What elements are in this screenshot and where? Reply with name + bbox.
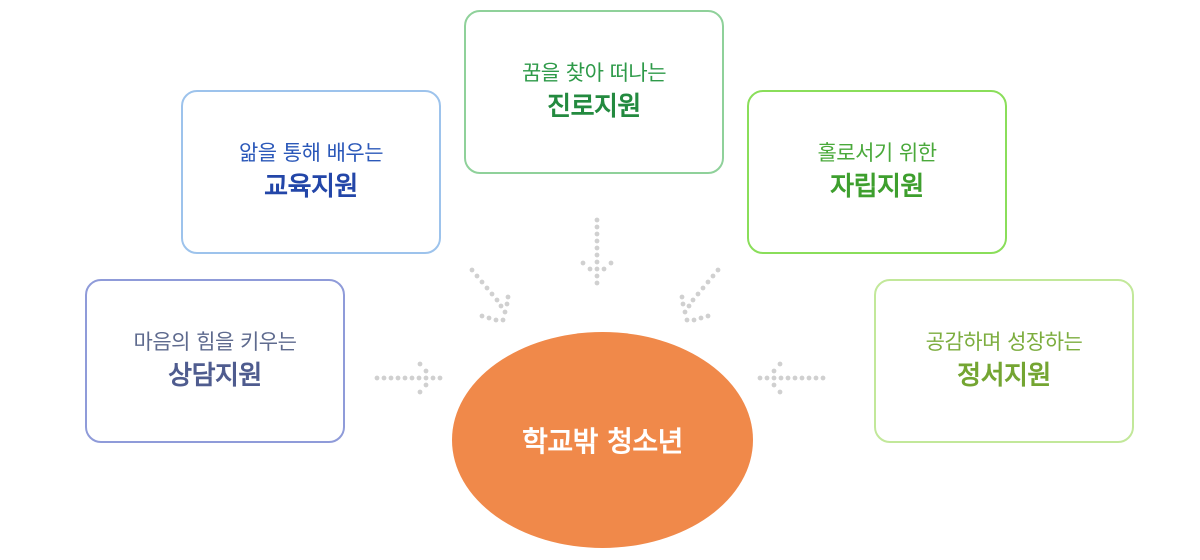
- dotted-arrow-down-right-icon: [469, 267, 511, 323]
- out-of-school-youth-ellipse: 학교밖 청소년: [452, 332, 753, 548]
- independence-support-subtitle: 홀로서기 위한: [817, 141, 937, 165]
- counsel-support-subtitle: 마음의 힘을 키우는: [133, 330, 297, 354]
- career-support-subtitle: 꿈을 찾아 떠나는: [521, 61, 667, 85]
- independence-support-box: 홀로서기 위한 자립지원: [747, 90, 1007, 254]
- education-support-box: 앎을 통해 배우는 교육지원: [181, 90, 441, 254]
- out-of-school-youth-label: 학교밖 청소년: [522, 425, 683, 458]
- education-support-title: 교육지원: [264, 172, 358, 202]
- emotion-support-title: 정서지원: [957, 361, 1051, 391]
- emotion-support-box: 공감하며 성장하는 정서지원: [874, 279, 1134, 443]
- career-support-box: 꿈을 찾아 떠나는 진로지원: [464, 10, 724, 174]
- counsel-support-title: 상담지원: [168, 361, 262, 391]
- dotted-arrow-right-icon: [374, 361, 443, 395]
- independence-support-title: 자립지원: [830, 172, 924, 202]
- dotted-arrow-down-icon: [580, 217, 614, 286]
- emotion-support-subtitle: 공감하며 성장하는: [925, 330, 1083, 354]
- education-support-subtitle: 앎을 통해 배우는: [238, 141, 384, 165]
- counsel-support-box: 마음의 힘을 키우는 상담지원: [85, 279, 345, 443]
- dotted-arrow-left-icon: [757, 361, 826, 395]
- career-support-title: 진로지원: [547, 92, 641, 122]
- dotted-arrow-down-left-icon: [679, 267, 721, 323]
